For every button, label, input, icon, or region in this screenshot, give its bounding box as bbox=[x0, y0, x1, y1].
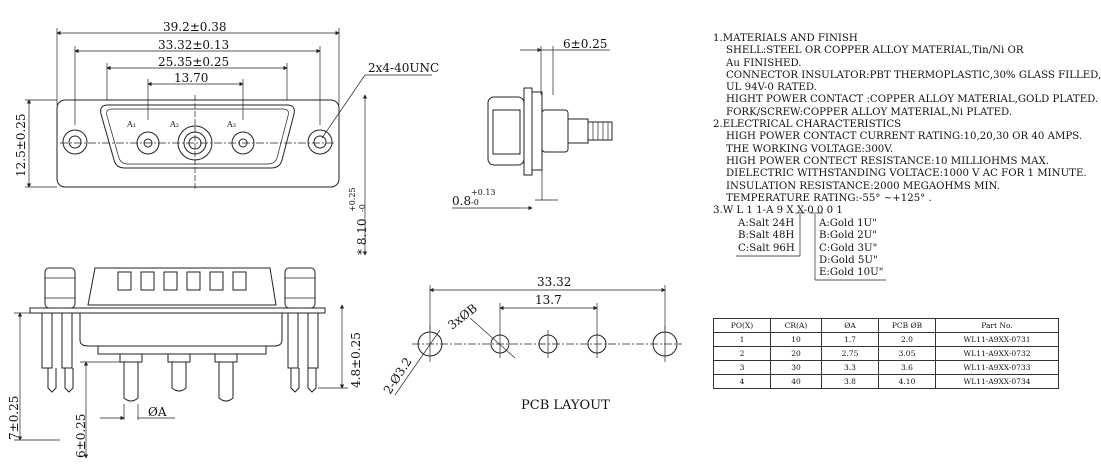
gold-options: A:Gold 1U" B:Gold 2U" C:Gold 3U" D:Gold … bbox=[819, 218, 883, 279]
table-row: 2 20 2.75 3.05 WL11-A9XX-0732 bbox=[713, 346, 1059, 361]
table-cell: 2.75 bbox=[821, 346, 879, 361]
salt-options: A:Salt 24H B:Salt 48H C:Salt 96H bbox=[738, 218, 795, 255]
note-line: INSULATION RESISTANCE:2000 MEGAOHMS MIN. bbox=[726, 180, 1001, 192]
table-cell: 30 bbox=[770, 360, 822, 375]
gold-option: A:Gold 1U" bbox=[819, 218, 877, 229]
table-header-row: PO(X) CR(A) ØA PCB ØB Part No. bbox=[713, 318, 1059, 333]
pcb-layout-title: PCB LAYOUT bbox=[521, 398, 610, 413]
dim-flange-tol: +0.13 bbox=[471, 188, 496, 197]
pcb-dim-hole: 3xØB bbox=[445, 301, 480, 332]
pcb-layout: 33.32 13.7 3xØB 2-Ø3.2 bbox=[381, 275, 682, 397]
table-cell: WL11-A9XX-0734 bbox=[935, 374, 1059, 389]
table-cell: 20 bbox=[770, 346, 822, 361]
note-line: 2.ELECTRICAL CHARACTERISTICS bbox=[713, 119, 902, 131]
note-line: HIGH POWER CONTACT CURRENT RATING:10,20,… bbox=[726, 131, 1083, 143]
col-header: PCB ØB bbox=[878, 318, 936, 333]
dim-side-width: 6±0.25 bbox=[563, 37, 607, 51]
dim-depth-tol2: -0 bbox=[358, 204, 367, 212]
gold-option: B:Gold 2U" bbox=[819, 230, 877, 242]
pcb-dim-contact: 13.7 bbox=[535, 293, 562, 307]
table-cell: 3.3 bbox=[821, 360, 879, 375]
side-view: 6±0.25 0.8 +0.13 -0 * 8.10 +0.25 -0 bbox=[348, 37, 613, 256]
gold-option: D:Gold 5U" bbox=[819, 254, 878, 266]
dim-shell: 25.35±0.25 bbox=[158, 55, 229, 69]
dim-overall: 39.2±0.38 bbox=[163, 20, 227, 34]
table-cell: 1 bbox=[713, 332, 771, 347]
dim-stand: 4.8±0.25 bbox=[349, 332, 363, 388]
dim-contact: 13.70 bbox=[174, 71, 208, 85]
note-line: DIELECTRIC WITHSTANDING VOLTACE:1000 V A… bbox=[726, 168, 1087, 180]
dim-depth: * 8.10 bbox=[355, 218, 369, 255]
note-line: UL 94V-0 RATED. bbox=[726, 82, 817, 94]
col-header: ØA bbox=[821, 318, 879, 333]
col-header: PO(X) bbox=[713, 318, 771, 333]
contact-a1-label: A₁ bbox=[126, 120, 136, 129]
table-row: 4 40 3.8 4.10 WL11-A9XX-0734 bbox=[713, 374, 1059, 389]
table-cell: 3.6 bbox=[878, 360, 936, 375]
table-row: 3 30 3.3 3.6 WL11-A9XX-0733 bbox=[713, 360, 1059, 375]
salt-option: C:Salt 96H bbox=[738, 242, 795, 254]
table-cell: WL11-A9XX-0733 bbox=[935, 360, 1059, 375]
table-cell: 2.0 bbox=[878, 332, 936, 347]
table-cell: 40 bbox=[770, 374, 822, 389]
dim-mount: 33.32±0.13 bbox=[158, 38, 229, 52]
screw-label: 2x4-40UNC bbox=[368, 61, 439, 75]
drawing-canvas: 39.2±0.38 33.32±0.13 25.35±0.25 13.70 A₁ bbox=[7, 20, 682, 459]
bottom-view: 7±0.25 6±0.25 4.8±0.25 ØA bbox=[7, 267, 363, 459]
contact-a2-label: A₂ bbox=[169, 120, 179, 129]
note-line: FORK/SCREW:COPPER ALLOY MATERIAL,Ni PLAT… bbox=[726, 106, 1013, 118]
front-view: 39.2±0.38 33.32±0.13 25.35±0.25 13.70 A₁ bbox=[14, 20, 439, 190]
note-line: TEMPERATURE RATING:-55° ~+125° . bbox=[726, 192, 932, 204]
table-cell: 3.05 bbox=[878, 346, 936, 361]
dim-dia: ØA bbox=[148, 405, 167, 419]
note-line: HIGH POWER CONTECT RESISTANCE:10 MILLIOH… bbox=[726, 155, 1049, 167]
table-cell: WL11-A9XX-0732 bbox=[935, 346, 1059, 361]
col-header: CR(A) bbox=[770, 318, 822, 333]
notes-block: 1.MATERIALS AND FINISH SHELL:STEEL OR CO… bbox=[713, 33, 1101, 217]
dim-depth-tol: +0.25 bbox=[348, 187, 357, 212]
table-cell: 4 bbox=[713, 374, 771, 389]
gold-option: C:Gold 3U" bbox=[819, 242, 878, 254]
note-line: 1.MATERIALS AND FINISH bbox=[713, 33, 858, 44]
table-cell: 1.7 bbox=[821, 332, 879, 347]
table-row: 1 10 1.7 2.0 WL11-A9XX-0731 bbox=[713, 332, 1059, 347]
note-line: THE WORKING VOLTAGE:300V. bbox=[726, 143, 894, 155]
note-line: SHELL:STEEL OR COPPER ALLOY MATERIAL,Tin… bbox=[726, 45, 1024, 57]
gold-option: E:Gold 10U" bbox=[819, 267, 884, 279]
table-cell: 10 bbox=[770, 332, 822, 347]
parts-table: PO(X) CR(A) ØA PCB ØB Part No. 1 10 1.7 … bbox=[713, 318, 1059, 389]
note-line: HIGHT POWER CONTACT :COPPER ALLOY MATERI… bbox=[726, 94, 1099, 106]
salt-option: B:Salt 48H bbox=[738, 230, 795, 242]
table-cell: 2 bbox=[713, 346, 771, 361]
note-line: Au FINISHED. bbox=[726, 57, 802, 69]
dim-pin: 7±0.25 bbox=[7, 396, 21, 440]
table-cell: 3.8 bbox=[821, 374, 879, 389]
dim-flange-tol2: -0 bbox=[471, 198, 479, 207]
salt-option: A:Salt 24H bbox=[738, 218, 795, 229]
pcb-dim-mount: 33.32 bbox=[537, 275, 571, 289]
dim-height: 12.5±0.25 bbox=[14, 114, 28, 178]
col-header: Part No. bbox=[935, 318, 1059, 333]
table-cell: WL11-A9XX-0731 bbox=[935, 332, 1059, 347]
table-cell: 3 bbox=[713, 360, 771, 375]
note-line: 3.W L 1 1-A 9 X X-0 0 0 1 bbox=[713, 205, 843, 217]
dim-tail: 6±0.25 bbox=[74, 414, 88, 458]
dim-flange: 0.8 bbox=[452, 194, 471, 208]
pcb-dim-mount-hole: 2-Ø3.2 bbox=[381, 355, 415, 397]
table-cell: 4.10 bbox=[878, 374, 936, 389]
contact-a3-label: A₃ bbox=[226, 120, 236, 129]
note-line: CONNECTOR INSULATOR:PBT THERMOPLASTIC,30… bbox=[726, 69, 1101, 81]
